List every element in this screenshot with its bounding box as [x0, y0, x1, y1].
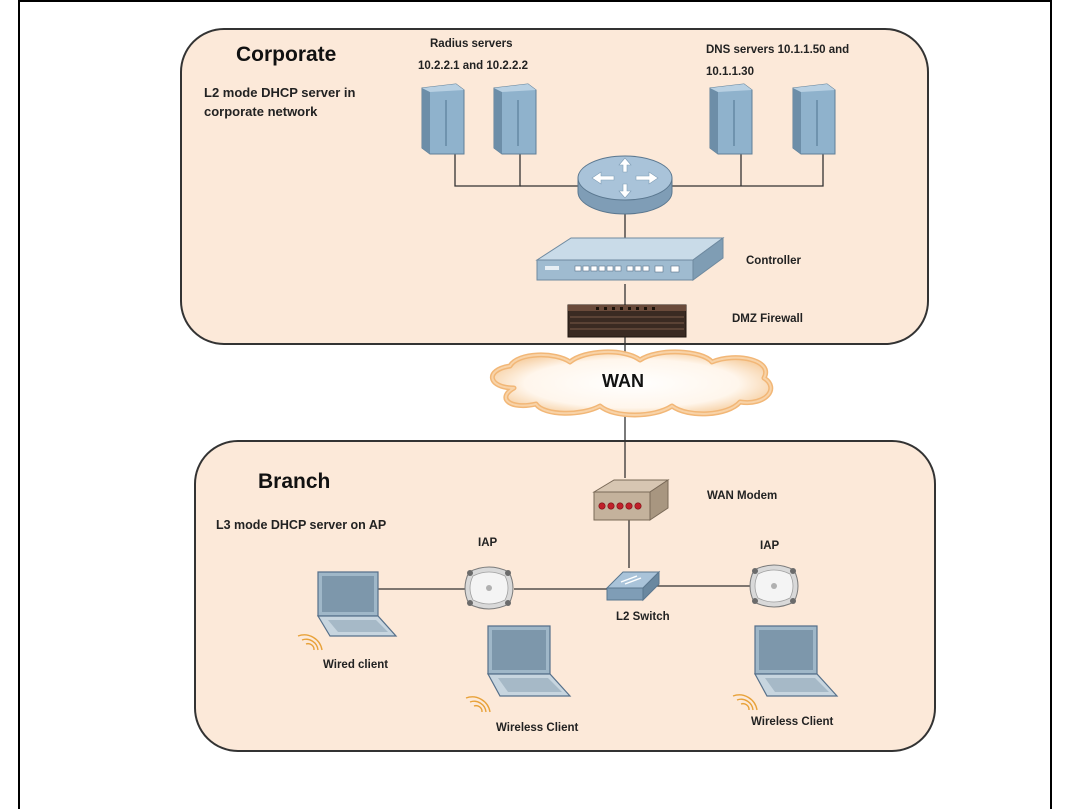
wan-modem-icon — [592, 479, 670, 521]
wan-label: WAN — [602, 371, 644, 391]
wireless-client-right-laptop-icon — [732, 625, 839, 711]
corporate-title: Corporate — [236, 43, 337, 66]
wired-client-label: Wired client — [323, 659, 389, 671]
wired-client-laptop-icon — [297, 571, 398, 651]
l2-switch-icon — [605, 570, 661, 602]
dns-server-1 — [709, 83, 753, 155]
branch-title: Branch — [258, 470, 331, 493]
router-icon — [577, 155, 673, 215]
wan-modem-label: WAN Modem — [707, 490, 778, 502]
radius-label-line2: 10.2.2.1 and 10.2.2.2 — [418, 60, 528, 72]
dmz-firewall-label: DMZ Firewall — [732, 313, 803, 325]
radius-servers-label: Radius servers 10.2.2.1 and 10.2.2.2 — [418, 33, 528, 77]
left-iap-icon — [464, 566, 514, 610]
dns-servers-label: DNS servers 10.1.1.50 and 10.1.1.30 — [706, 39, 849, 83]
corporate-note-line2: corporate network — [204, 104, 318, 119]
corporate-note: L2 mode DHCP server in corporate network — [204, 83, 355, 121]
branch-note: L3 mode DHCP server on AP — [216, 518, 387, 532]
radius-label-line1: Radius servers — [430, 38, 513, 50]
radius-server-2 — [493, 83, 537, 155]
link-radius-router — [454, 150, 521, 187]
right-iap-label: IAP — [760, 540, 780, 552]
link-dns-router — [670, 150, 824, 187]
wireless-client-center-laptop-icon — [465, 625, 572, 713]
left-iap-label: IAP — [478, 537, 498, 549]
corporate-note-line1: L2 mode DHCP server in — [204, 85, 356, 100]
firewall-icon — [567, 304, 687, 338]
wireless-client-center-label: Wireless Client — [496, 722, 579, 734]
dns-label-line1: DNS servers 10.1.1.50 and — [706, 44, 850, 56]
wireless-client-right-label: Wireless Client — [751, 716, 834, 728]
right-iap-icon — [749, 564, 799, 608]
controller-label: Controller — [746, 255, 801, 267]
dns-label-line2: 10.1.1.30 — [706, 66, 754, 78]
radius-server-1 — [421, 83, 465, 155]
dns-server-2 — [792, 83, 836, 155]
wan-cloud-icon — [489, 349, 774, 418]
controller-icon — [535, 237, 725, 281]
l2-switch-label: L2 Switch — [616, 611, 670, 623]
